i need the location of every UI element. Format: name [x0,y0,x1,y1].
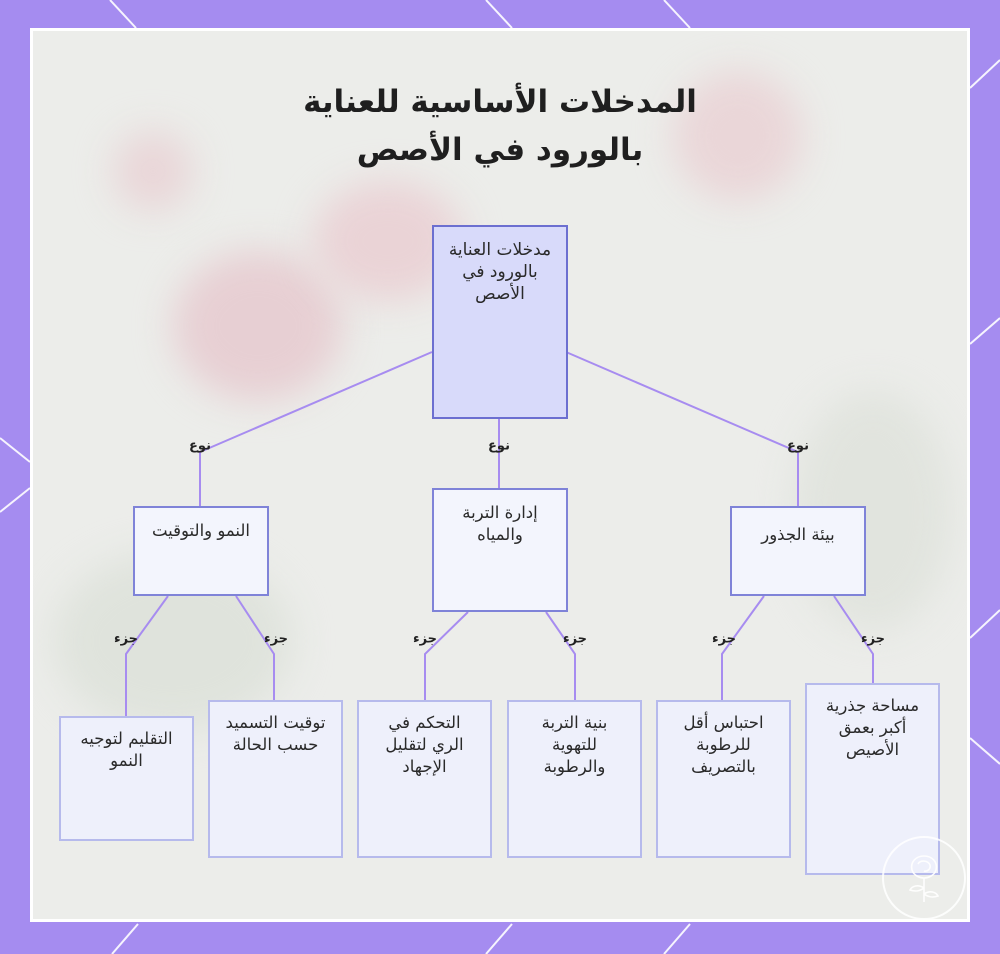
edge-label: نوع [787,438,809,454]
diagram-title: المدخلات الأساسية للعناية بالورود في الأ… [0,78,1000,174]
title-line-2: بالورود في الأصص [356,132,644,168]
background-rose [113,131,193,211]
category-node-root-environment: بيئة الجذور [730,506,866,596]
leaf-node-soil-structure: بنية التربة للتهوية والرطوبة [507,700,642,858]
edge-label: جزء [562,631,588,647]
background-rose [173,251,343,401]
rose-logo-icon [882,836,966,920]
leaf-label: مساحة جذرية أكبر بعمق الأصيص [825,696,920,759]
edge-label: جزء [412,631,438,647]
leaf-node-drainage: احتباس أقل للرطوبة بالتصريف [656,700,791,858]
leaf-node-irrigation-control: التحكم في الري لتقليل الإجهاد [357,700,492,858]
leaf-label: بنية التربة للتهوية والرطوبة [541,713,608,776]
edge-label: نوع [189,438,211,454]
edge-label: جزء [860,631,886,647]
leaf-node-fertilizing-timing: توقيت التسميد حسب الحالة [208,700,343,858]
leaf-label: التحكم في الري لتقليل الإجهاد [385,713,464,776]
edge-label: نوع [488,438,510,454]
leaf-label: توقيت التسميد حسب الحالة [225,713,326,754]
title-line-1: المدخلات الأساسية للعناية [303,84,697,120]
root-node: مدخلات العناية بالورود في الأصص [432,225,568,419]
leaf-node-pruning: التقليم لتوجيه النمو [59,716,194,841]
root-node-label: مدخلات العناية بالورود في الأصص [448,240,552,304]
category-node-soil-water: إدارة التربة والمياه [432,488,568,612]
category-node-growth-timing: النمو والتوقيت [133,506,269,596]
leaf-label: احتباس أقل للرطوبة بالتصريف [683,713,764,776]
edge-label: جزء [711,631,737,647]
background-rose [673,71,803,201]
category-label: إدارة التربة والمياه [462,503,538,544]
category-label: النمو والتوقيت [151,521,251,540]
edge-label: جزء [113,631,139,647]
leaf-label: التقليم لتوجيه النمو [80,729,173,770]
category-label: بيئة الجذور [761,525,835,544]
edge-label: جزء [263,631,289,647]
